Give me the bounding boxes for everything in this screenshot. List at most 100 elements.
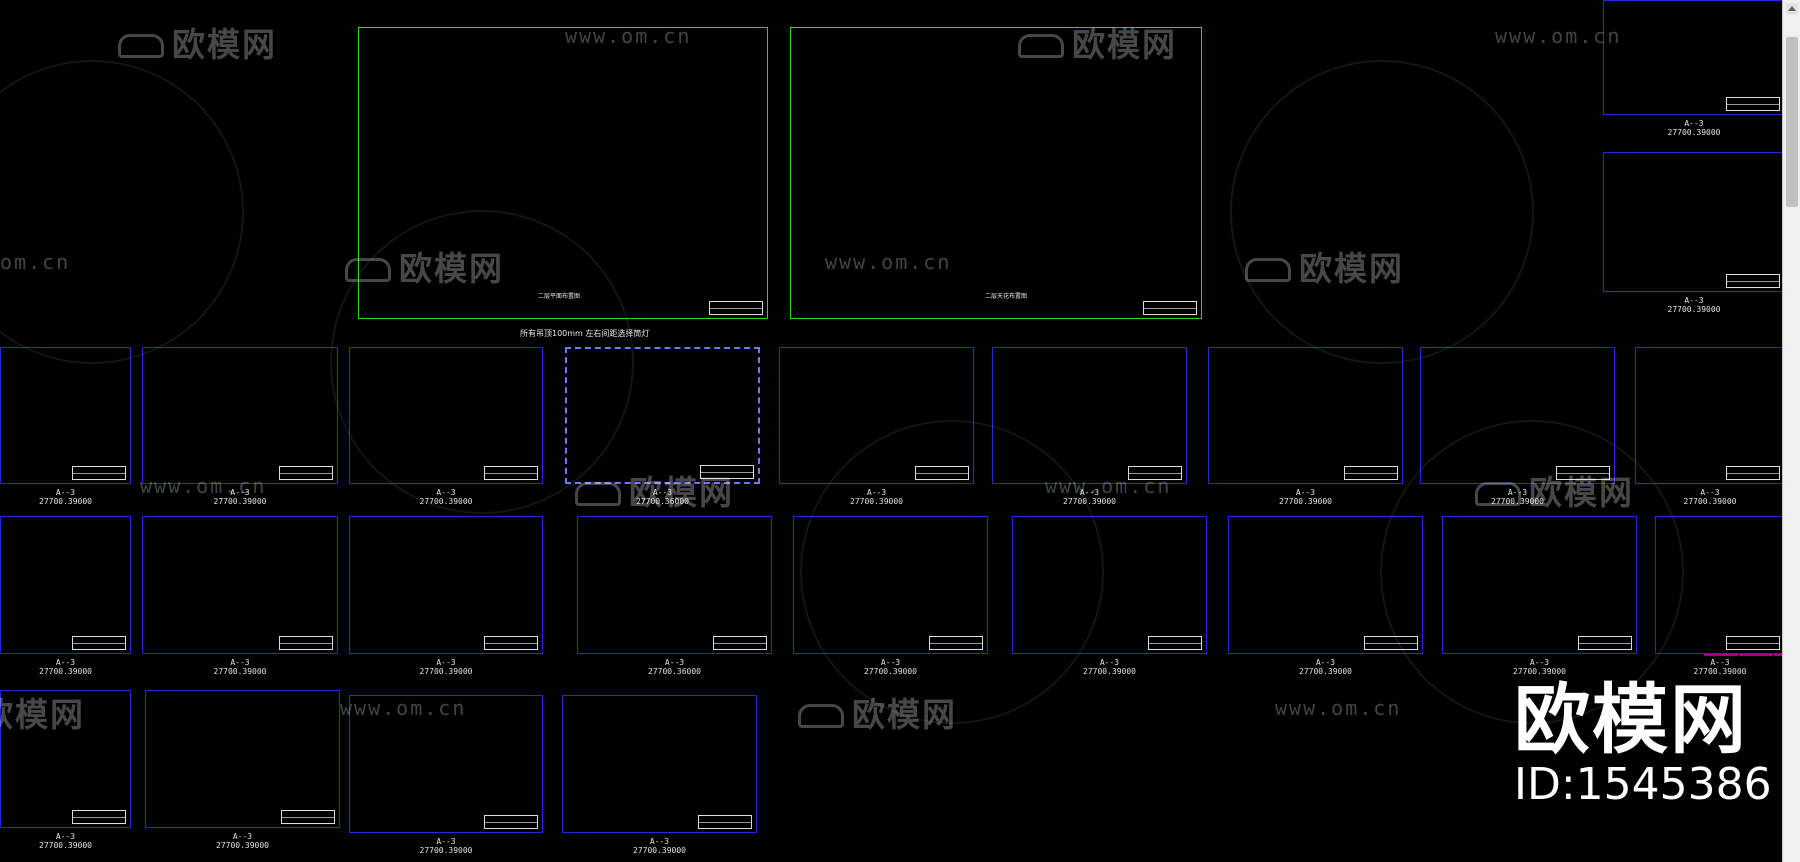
detail-sheet[interactable] <box>145 690 340 828</box>
sheet-label: A--3 <box>1529 658 1550 667</box>
detail-sheet[interactable] <box>0 516 131 654</box>
detail-sheet[interactable] <box>565 347 760 484</box>
title-block <box>279 636 333 650</box>
floor-plan-sheet-1[interactable] <box>358 27 768 319</box>
sheet-scale: 27700.39000 <box>39 841 92 850</box>
title-block <box>700 465 754 479</box>
floor-plan-1-title: 二层平面布置图 <box>538 293 581 300</box>
detail-sheet[interactable] <box>577 516 772 654</box>
sheet-scale: 27700.39000 <box>850 497 903 506</box>
title-block <box>1364 636 1418 650</box>
sheet-label: A--3 <box>649 837 670 846</box>
sheet-label: A--3 <box>1700 488 1720 497</box>
title-block <box>915 466 969 480</box>
vertical-scrollbar[interactable] <box>1782 0 1800 862</box>
detail-sheet[interactable] <box>562 695 757 833</box>
sheet-scale: 27700.39000 <box>419 667 473 676</box>
title-block <box>1726 274 1780 288</box>
sheet-scale: 27700.39000 <box>216 841 269 850</box>
detail-sheet[interactable] <box>1603 152 1782 292</box>
watermark-logo: 欧模网 <box>1245 242 1404 290</box>
sheet-scale: 27700.39000 <box>39 667 92 676</box>
detail-sheet[interactable] <box>0 347 131 484</box>
detail-sheet[interactable] <box>1442 516 1637 654</box>
title-block <box>1128 466 1182 480</box>
title-block <box>72 466 126 480</box>
detail-sheet[interactable] <box>1635 347 1782 484</box>
sheet-label: A--3 <box>652 488 673 497</box>
detail-sheet[interactable] <box>1228 516 1423 654</box>
detail-sheet[interactable] <box>349 516 543 654</box>
sheet-label: A--3 <box>55 832 76 841</box>
title-block <box>1726 97 1780 111</box>
detail-sheet[interactable] <box>779 347 974 484</box>
watermark-url: www.om.cn <box>140 474 267 498</box>
detail-sheet[interactable] <box>142 347 338 484</box>
detail-sheet[interactable] <box>0 690 131 828</box>
detail-sheet[interactable] <box>1420 347 1615 484</box>
title-block <box>281 810 335 824</box>
sheet-label: A--3 <box>230 488 250 497</box>
sheet-scale: 27700.39000 <box>1667 305 1721 314</box>
sheet-label: A--3 <box>1315 658 1336 667</box>
sheet-scale: 27700.39000 <box>213 497 267 506</box>
title-block <box>72 810 126 824</box>
sheet-label: A--3 <box>436 837 456 846</box>
sheet-label: A--3 <box>232 832 253 841</box>
title-block <box>1556 466 1610 480</box>
sheet-scale: 27700.39000 <box>1513 667 1566 676</box>
detail-sheet[interactable] <box>992 347 1187 484</box>
watermark-logo: 欧模网 <box>575 466 734 514</box>
sheet-label: A--3 <box>55 658 76 667</box>
scrollbar-thumb[interactable] <box>1786 37 1798 207</box>
title-block <box>484 815 538 829</box>
watermark-logo: 欧模网 <box>0 695 85 734</box>
detail-sheet[interactable] <box>1012 516 1207 654</box>
watermark-logo: 欧模网 <box>118 18 277 66</box>
sheet-label: A--3 <box>436 488 456 497</box>
watermark-logo: 欧模网 <box>1475 466 1634 514</box>
sheet-label: A--3 <box>664 658 685 667</box>
brand-block: 欧模网 ID:1545386 <box>1514 680 1772 810</box>
detail-sheet[interactable] <box>1603 0 1782 115</box>
sheet-scale: 27700.39000 <box>213 667 267 676</box>
title-block <box>484 466 538 480</box>
sofa-logo-icon <box>118 34 164 58</box>
watermark-logo: 欧模网 <box>345 242 504 290</box>
title-block <box>1148 636 1202 650</box>
drawing-note: 所有吊顶100mm 左右间距选择筒灯 <box>520 329 650 338</box>
floor-plan-sheet-2[interactable] <box>790 27 1202 319</box>
sheet-scale: 27700.39000 <box>419 846 473 855</box>
watermark-logo: 欧模网 <box>798 688 957 736</box>
title-block <box>72 636 126 650</box>
title-block <box>1578 636 1632 650</box>
title-block <box>1726 636 1780 650</box>
title-block <box>713 636 767 650</box>
detail-sheet[interactable] <box>1208 347 1403 484</box>
title-block <box>1344 466 1398 480</box>
sheet-scale: 27700.36000 <box>648 667 701 676</box>
watermark-logo: 欧模网 <box>1018 18 1177 66</box>
sofa-logo-icon <box>1475 482 1521 506</box>
sheet-scale: 27700.39000 <box>419 497 473 506</box>
title-block <box>1143 301 1197 315</box>
sheet-scale: 27700.39000 <box>633 846 686 855</box>
scroll-up-arrow-icon[interactable] <box>1786 3 1798 15</box>
sheet-scale: 27700.39000 <box>1667 128 1721 137</box>
title-block <box>698 815 752 829</box>
title-block <box>1726 466 1780 480</box>
sheet-scale: 27700.39000 <box>864 667 917 676</box>
sofa-logo-icon <box>798 704 844 728</box>
sheet-scale: 27700.39000 <box>1063 497 1116 506</box>
sheet-scale: 27700.39000 <box>1693 667 1747 676</box>
sheet-label: A--3 <box>1710 658 1730 667</box>
sheet-label: A--3 <box>1684 119 1704 128</box>
detail-sheet[interactable] <box>793 516 988 654</box>
detail-sheet[interactable] <box>142 516 338 654</box>
detail-sheet[interactable] <box>349 347 543 484</box>
detail-sheet[interactable] <box>349 695 543 833</box>
detail-sheet[interactable] <box>1655 516 1782 654</box>
sheet-label: A--3 <box>436 658 456 667</box>
sheet-scale: 27700.39000 <box>1683 497 1737 506</box>
